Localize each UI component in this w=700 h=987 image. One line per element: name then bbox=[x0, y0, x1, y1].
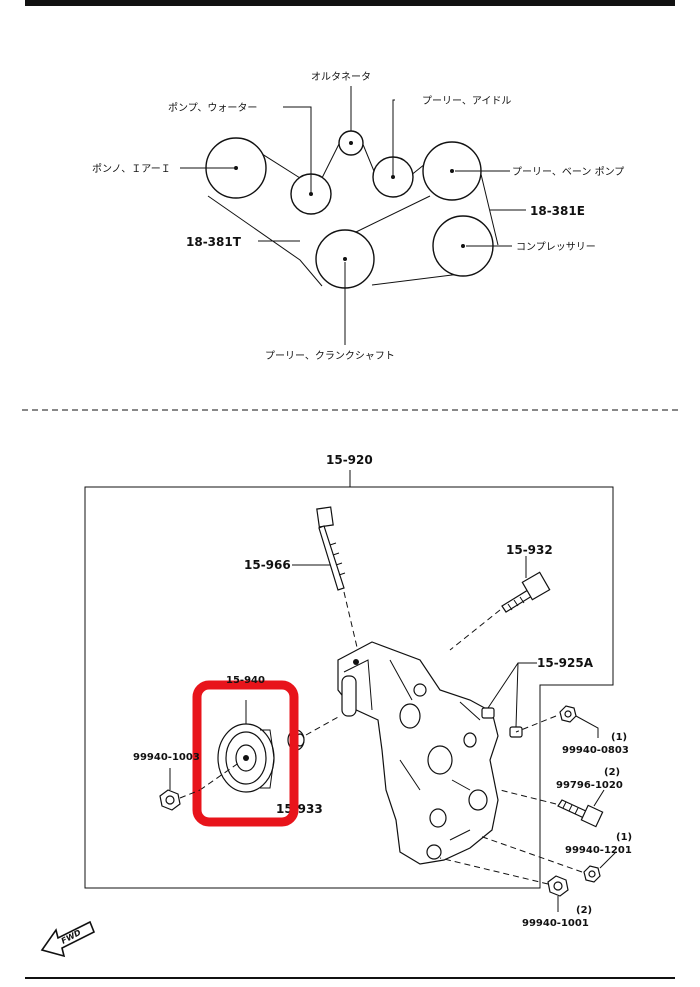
qty-1020: (2) bbox=[604, 767, 620, 778]
qty-1001: (2) bbox=[576, 905, 592, 916]
idler-pulley-part bbox=[217, 723, 275, 793]
belt-outer-left bbox=[207, 195, 323, 287]
label-idler: プーリー、アイドル bbox=[422, 95, 511, 107]
label-vane-pump: プーリー、ベーン ポンプ bbox=[512, 166, 624, 178]
highlight-part-label: 15-940 bbox=[226, 675, 265, 686]
top-rule bbox=[25, 0, 675, 6]
qty-1201: (1) bbox=[616, 832, 632, 843]
part-assembly: 15-920 bbox=[326, 453, 373, 467]
nut-0803 bbox=[559, 705, 577, 723]
nut-1201 bbox=[583, 865, 601, 883]
part-belt-t: 18-381T bbox=[186, 235, 242, 249]
belt-inner bbox=[355, 195, 431, 233]
bracket bbox=[337, 641, 499, 865]
assembly-frame bbox=[84, 470, 614, 889]
exploded-view: 15-920 15-966 15-932 bbox=[40, 453, 632, 958]
part-bolt-long: 15-966 bbox=[244, 558, 291, 572]
label-crankshaft: プーリー、クランクシャフト bbox=[265, 350, 395, 362]
label-alternator: オルタネータ bbox=[311, 71, 371, 83]
nut-left bbox=[159, 789, 181, 811]
belt-routing-diagram: オルタネータ ポンプ、ウォーター プーリー、アイドル ポンノ、ＩアーＩ プーリー… bbox=[92, 71, 624, 362]
top-bolt bbox=[501, 571, 551, 613]
part-dowel: 15-925A bbox=[537, 656, 594, 670]
label-compressor: コンプレッサリー bbox=[516, 241, 596, 253]
belt-crank-compressor bbox=[371, 273, 461, 286]
bolt-1020 bbox=[557, 799, 604, 828]
fwd-arrow: FWD bbox=[40, 920, 96, 958]
part-nut-1201: 99940-1201 bbox=[565, 845, 632, 856]
highlight-box bbox=[192, 680, 299, 827]
qty-0803: (1) bbox=[611, 732, 627, 743]
part-spacer: 15-933 bbox=[276, 802, 323, 816]
belt-vane-compressor bbox=[479, 169, 499, 246]
part-nut-1001: 99940-1001 bbox=[522, 918, 589, 929]
label-water-pump: ポンプ、ウォーター bbox=[168, 102, 257, 114]
part-belt-e: 18-381E bbox=[530, 204, 585, 218]
dowels bbox=[481, 707, 523, 738]
label-power-steering: ポンノ、ＩアーＩ bbox=[92, 163, 171, 175]
part-bolt-top: 15-932 bbox=[506, 543, 553, 557]
nut-1001 bbox=[547, 875, 569, 897]
part-nut-left: 99940-1003 bbox=[133, 752, 200, 763]
part-bolt-1020: 99796-1020 bbox=[556, 780, 623, 791]
long-bolt bbox=[316, 506, 346, 591]
part-nut-0803: 99940-0803 bbox=[562, 745, 629, 756]
